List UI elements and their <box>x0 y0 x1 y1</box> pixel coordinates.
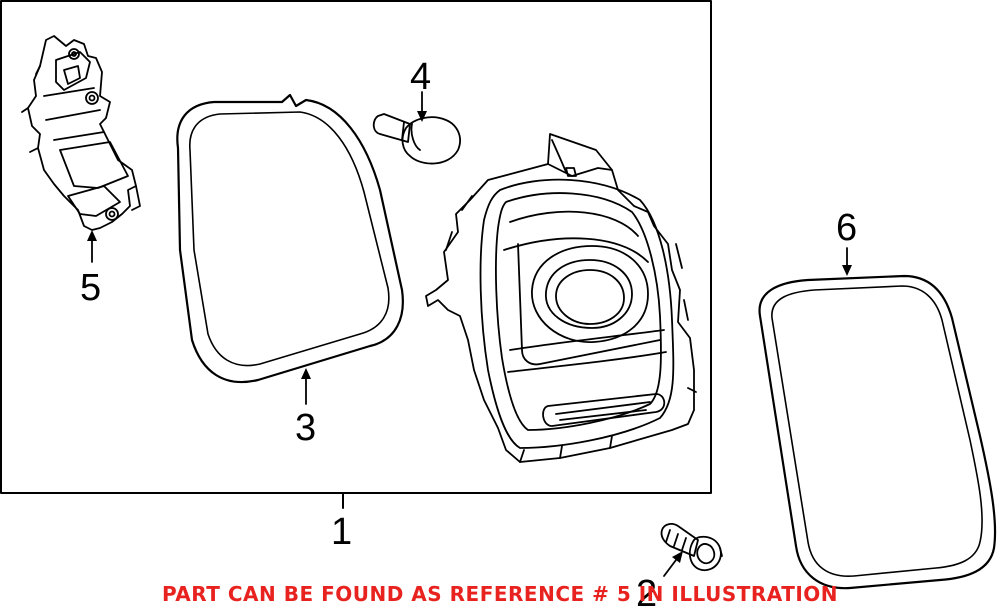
leader-arrows <box>87 91 852 577</box>
bracket-part <box>21 35 141 231</box>
bolt-part <box>660 523 723 572</box>
arrow-head-2 <box>672 551 683 563</box>
arrow-head-6 <box>842 265 852 276</box>
arrow-head-3 <box>301 368 311 379</box>
callout-1: 1 <box>331 511 352 553</box>
arrow-head-5 <box>87 230 97 241</box>
tail-lamp-part <box>425 133 697 463</box>
callout-5: 5 <box>80 267 101 309</box>
seal-part <box>176 93 404 384</box>
assembly-box <box>0 0 712 494</box>
arrow-head-4 <box>417 111 427 122</box>
callout-4: 4 <box>410 56 431 98</box>
outer-seal-part <box>758 274 997 590</box>
reference-notice: PART CAN BE FOUND AS REFERENCE # 5 IN IL… <box>162 582 838 606</box>
callout-6: 6 <box>836 207 857 249</box>
bulb-part <box>372 113 461 165</box>
leader-2 <box>663 559 677 577</box>
callout-3: 3 <box>295 407 316 449</box>
callout-2: 2 <box>636 573 657 612</box>
